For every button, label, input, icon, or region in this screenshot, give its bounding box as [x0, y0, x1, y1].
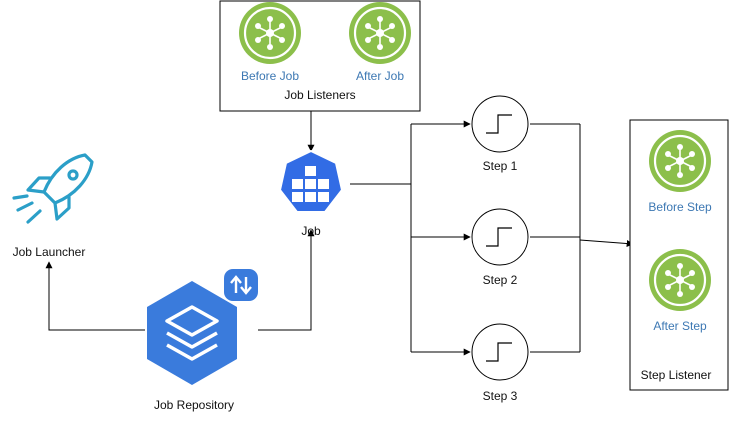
step-pulse-icon — [471, 208, 529, 266]
join-to-step-listener-arrow — [579, 239, 634, 248]
job-launcher-label: Job Launcher — [13, 245, 86, 259]
job-launcher-node: Job Launcher — [12, 153, 94, 259]
step-listener-group: Before Step After Step Step Listener — [629, 119, 729, 391]
after-step-label: After Step — [653, 319, 707, 333]
connectors — [45, 111, 634, 356]
before-step-label: Before Step — [648, 200, 712, 214]
job-listeners-group: Before Job After Job Job Listeners — [219, 0, 421, 112]
job-node: Job — [278, 149, 344, 238]
repository-to-launcher-arrow — [45, 261, 145, 331]
sync-arrows-icon — [224, 269, 258, 301]
job-grid-glyph — [292, 166, 329, 202]
step-1-node: Step 1 — [471, 95, 529, 173]
repository-to-job-arrow — [258, 229, 315, 331]
job-repository-node: Job Repository — [147, 269, 258, 412]
step-pulse-icon — [471, 95, 529, 153]
before-job-label: Before Job — [241, 69, 299, 83]
before-step-listener-icon — [647, 128, 713, 194]
step-pulse-icon — [471, 323, 529, 381]
after-job-listener-icon — [347, 0, 413, 66]
step-1-label: Step 1 — [483, 159, 518, 173]
after-step-listener-icon — [647, 247, 713, 313]
rocket-icon — [12, 153, 94, 224]
step-3-label: Step 3 — [483, 389, 518, 403]
step-2-label: Step 2 — [483, 273, 518, 287]
before-job-listener-icon — [237, 0, 303, 66]
job-listeners-title: Job Listeners — [284, 88, 355, 102]
job-repository-label: Job Repository — [154, 398, 234, 412]
after-job-label: After Job — [356, 69, 404, 83]
job-label: Job — [301, 224, 321, 238]
step-2-node: Step 2 — [471, 208, 529, 287]
step-3-node: Step 3 — [471, 323, 529, 403]
step-listener-title: Step Listener — [641, 368, 712, 382]
